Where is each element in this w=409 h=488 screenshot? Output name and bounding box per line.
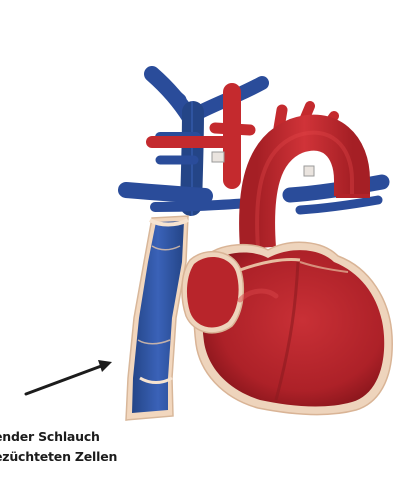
caption-line-1: ender Schlauch bbox=[0, 429, 194, 444]
caption-line-2: ezüchteten Zellen bbox=[0, 449, 194, 464]
heart bbox=[182, 242, 392, 414]
arrow-pointer-icon bbox=[26, 360, 112, 394]
vein-conduit bbox=[126, 216, 188, 420]
aorta bbox=[257, 106, 370, 248]
